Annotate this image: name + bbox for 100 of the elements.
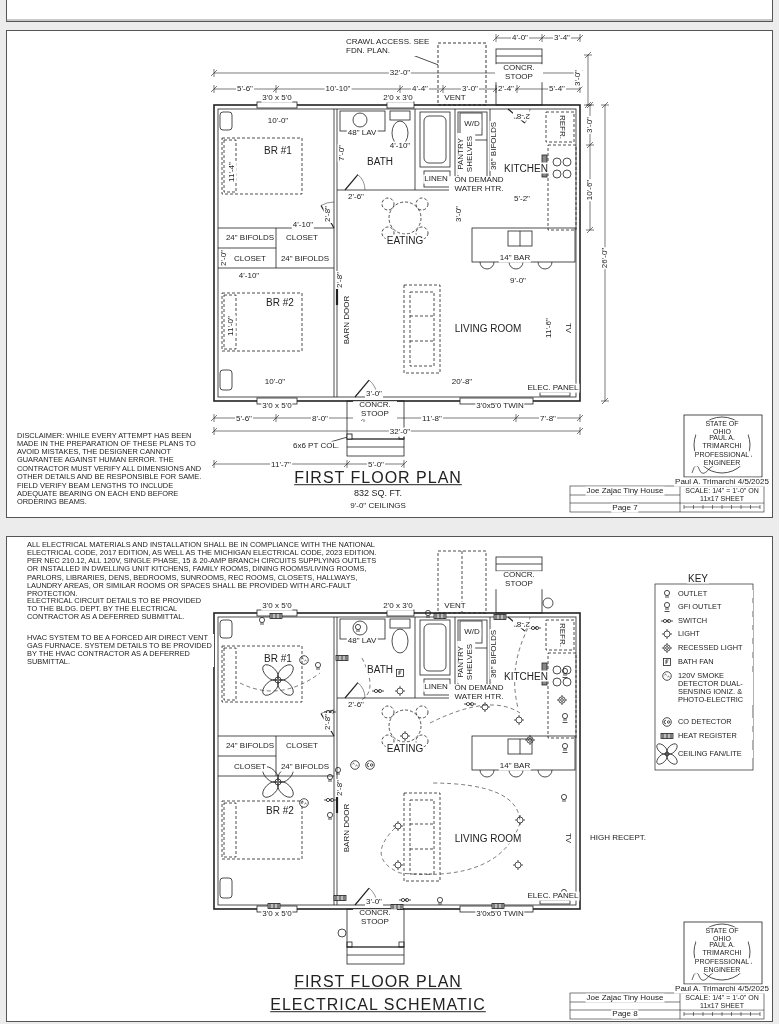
dimension-label: 2'-8" xyxy=(513,111,531,121)
dimension-label: 3'-0" xyxy=(365,389,383,399)
callout-text: 6x6 PT COL. xyxy=(291,441,341,451)
fixture-label: ELEC. PANEL xyxy=(526,383,580,393)
dimension-label: 11'-7" xyxy=(270,460,292,470)
dimension-label: 3'-0" xyxy=(454,205,464,223)
dimension-label: 7'-0" xyxy=(337,144,347,162)
room-label: LIVING ROOM xyxy=(453,322,523,334)
dimension-label: 5'-2" xyxy=(513,194,531,204)
fixture-label: PANTRY SHELVES xyxy=(457,133,475,175)
subtitle: 832 SQ. FT. xyxy=(353,489,403,499)
dimension-label: 5'-4" xyxy=(548,84,566,94)
fixture-label: 48" LAV xyxy=(346,636,378,646)
dimension-label: 4'-0" xyxy=(511,33,529,43)
dimension-label: 2'-4" xyxy=(497,84,515,94)
fixture-label: VENT xyxy=(443,93,467,103)
sheet-title: FIRST FLOOR PLAN xyxy=(293,973,463,991)
fixture-label: 24" BIFOLDS xyxy=(224,741,276,751)
fixture-label: REFR. xyxy=(557,622,567,648)
fixture-label: HIGH RECEPT. xyxy=(589,833,647,843)
fixture-label: 14" BAR xyxy=(498,253,532,263)
area-label: CONCR. STOOP xyxy=(353,401,397,419)
fixture-label: 36" BIFOLDS xyxy=(489,628,499,680)
dimension-label: 11'-8" xyxy=(421,414,443,424)
fixture-label: LINEN xyxy=(423,174,449,184)
room-label: KITCHEN xyxy=(503,162,549,174)
fixture-label: BARN DOOR xyxy=(342,294,352,346)
room-label: EATING xyxy=(385,234,425,246)
area-label: CONCR. STOOP xyxy=(353,909,397,927)
dimension-label: 4'-4" xyxy=(411,84,429,94)
fixture-label: ELEC. PANEL xyxy=(526,891,580,901)
dimension-label: 8'-0" xyxy=(311,414,329,424)
dimension-label: 7'-8" xyxy=(539,414,557,424)
dimension-label: 2'-8" xyxy=(335,271,345,289)
fixture-label: 24" BIFOLDS xyxy=(279,762,331,772)
dimension-label: 26'-0" xyxy=(600,246,610,270)
legend-title: KEY xyxy=(687,572,709,584)
room-label: BATH xyxy=(366,663,394,675)
dimension-label: 11'-6" xyxy=(544,317,554,339)
fixture-label: 24" BIFOLDS xyxy=(279,254,331,264)
window-label: 2'0 x 3'0 xyxy=(382,601,414,611)
window-label: 3'0 x 5'0 xyxy=(261,93,293,103)
post-symbol xyxy=(346,433,353,440)
project-name: Joe Zajac Tiny House xyxy=(585,993,665,1003)
room-label: BATH xyxy=(366,155,394,167)
dimension-label: 2'-0" xyxy=(219,249,229,267)
dimension-label: 32'-0" xyxy=(388,68,412,78)
dimension-label: 3'-4" xyxy=(553,33,571,43)
dimension-label: 20'-8" xyxy=(450,377,474,387)
dimension-label: 3'-0" xyxy=(585,116,595,134)
crawl-space-outline xyxy=(437,42,487,106)
fixture-label: 36" BIFOLDS xyxy=(489,120,499,172)
window-label: 3'0 x 5'0 xyxy=(261,909,293,919)
fixture-label: 48" LAV xyxy=(346,128,378,138)
dimension-label: 5'-0" xyxy=(367,460,385,470)
dimension-label: 10'-0" xyxy=(263,377,287,387)
dimension-label: 2'-6" xyxy=(347,192,365,202)
fixture-label: 24" BIFOLDS xyxy=(224,233,276,243)
room-label: LIVING ROOM xyxy=(453,832,523,844)
dimension-label: 2'-6" xyxy=(347,700,365,710)
dimension-label: 10'-0" xyxy=(266,116,290,126)
dimension-label: 3'-0" xyxy=(573,69,583,87)
room-label: BR #1 xyxy=(263,652,293,664)
room-label: BR #2 xyxy=(265,296,295,308)
dimension-label: 11'-0" xyxy=(226,315,236,337)
dimension-label: 2'-8" xyxy=(323,713,333,731)
dimension-label: 5'-6" xyxy=(236,84,254,94)
room-label: BR #1 xyxy=(263,144,293,156)
fixture-label: W/D xyxy=(463,627,481,637)
window-label: 2'0 x 3'0 xyxy=(382,93,414,103)
dimension-label: 4'-10" xyxy=(388,141,412,151)
dimension-label: 10'-6" xyxy=(585,178,595,202)
room-label: CLOSET xyxy=(233,762,267,772)
dimension-label: 11'-4" xyxy=(227,161,237,183)
dimension-label: 4'-10" xyxy=(237,271,261,281)
window-label: 3'0 x 5'0 xyxy=(261,401,293,411)
dimension-label: 9'-0" xyxy=(509,276,527,286)
dimension-label: 2'-8" xyxy=(335,779,345,797)
page-number: Page 8 xyxy=(611,1009,639,1019)
dimension-label: 4'-10" xyxy=(291,220,315,230)
fixture-label: TV xyxy=(563,831,573,845)
room-label: KITCHEN xyxy=(503,670,549,682)
dimension-label: 32'-0" xyxy=(388,427,412,437)
room-label: CLOSET xyxy=(285,233,319,243)
window-label: 3'0x5'0 TWIN xyxy=(475,909,525,919)
subtitle: 9'-0" CEILINGS xyxy=(349,501,407,511)
window-label: 3'0 x 5'0 xyxy=(261,601,293,611)
engineer-name: Paul A. Trimarchi 4/5/2025 xyxy=(674,477,770,487)
fixture-label: 14" BAR xyxy=(498,761,532,771)
project-name: Joe Zajac Tiny House xyxy=(585,486,665,496)
fixture-label: TV xyxy=(563,321,573,335)
dimension-label: 3'-0" xyxy=(365,897,383,907)
dimension-label: 5'-6" xyxy=(235,414,253,424)
dimension-label: 2'-8" xyxy=(513,619,531,629)
engineer-name: Paul A. Trimarchi 4/5/2025 xyxy=(674,984,770,994)
sheet-title: ELECTRICAL SCHEMATIC xyxy=(269,996,487,1014)
page-number: Page 7 xyxy=(611,503,639,513)
area-label: CONCR. STOOP xyxy=(495,571,543,589)
room-label: CLOSET xyxy=(233,254,267,264)
fixture-label: REFR. xyxy=(557,114,567,140)
